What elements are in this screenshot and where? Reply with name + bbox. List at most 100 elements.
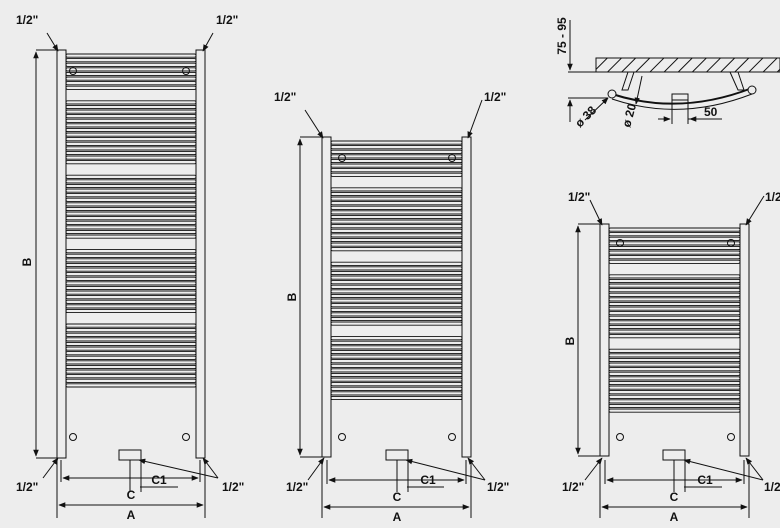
radiator-bar [65, 346, 197, 351]
radiator-medium-bars [330, 140, 463, 401]
radiator-bar [65, 71, 197, 77]
radiator-tall-dim-c: C [127, 488, 136, 502]
radiator-bar [65, 276, 197, 281]
radiator-bar [65, 304, 197, 309]
radiator-bar [330, 386, 463, 391]
radiator-bar [330, 368, 463, 373]
radiator-bar [65, 155, 197, 160]
radiator-bar [65, 290, 197, 295]
radiator-bar [65, 337, 197, 342]
radiator-bar [65, 146, 197, 151]
radiator-bar [65, 53, 197, 58]
radiator-medium-dim-c1: C1 [420, 473, 436, 487]
radiator-bar [608, 408, 741, 413]
radiator-bar [65, 160, 197, 165]
radiator-bar [330, 158, 463, 164]
radiator-bar [330, 196, 463, 201]
radiator-bar [608, 367, 741, 372]
radiator-bar [330, 307, 463, 312]
radiator-bar [65, 332, 197, 337]
radiator-tall-bars [65, 53, 197, 388]
radiator-short-label-bottom-left: 1/2" [562, 480, 584, 494]
radiator-bar [608, 348, 741, 353]
radiator-bar [65, 85, 197, 90]
radiator-bar [65, 299, 197, 304]
radiator-bar [65, 258, 197, 263]
radiator-bar [608, 292, 741, 297]
radiator-bar [65, 225, 197, 230]
radiator-tall [33, 32, 219, 518]
radiator-bar [330, 140, 463, 145]
radiator-bar [608, 227, 741, 232]
radiator-bar [65, 249, 197, 254]
radiator-bar [608, 376, 741, 381]
tube-clamp [671, 93, 689, 101]
radiator-bar [65, 62, 197, 67]
radiator-short-dim-c1: C1 [697, 473, 713, 487]
radiator-tall-left-pipe [56, 49, 67, 459]
radiator-bar [330, 172, 463, 177]
radiator-bar [330, 187, 463, 192]
radiator-bar [65, 206, 197, 212]
radiator-bar [608, 259, 741, 264]
radiator-bar [65, 127, 197, 133]
radiator-bar [330, 359, 463, 364]
radiator-medium-dim-a: A [393, 510, 402, 523]
dim-depth: 50 [704, 105, 718, 119]
radiator-bar [330, 205, 463, 210]
radiator-bar [330, 201, 463, 206]
radiator-bar [65, 383, 197, 388]
radiator-bar [330, 247, 463, 252]
radiator-short [575, 195, 765, 518]
radiator-bar [608, 390, 741, 395]
radiator-short-dim-a: A [670, 510, 679, 523]
radiator-bar [330, 316, 463, 322]
radiator-bar [65, 58, 197, 63]
radiator-bar [65, 262, 197, 268]
radiator-short-bars [608, 227, 741, 413]
radiator-bar [608, 288, 741, 293]
radiator-bar [330, 266, 463, 271]
radiator-bar [65, 328, 197, 333]
radiator-bar [330, 149, 463, 154]
radiator-bar [65, 211, 197, 216]
radiator-bar [608, 274, 741, 279]
wall-mount-detail [567, 20, 780, 124]
radiator-bar [65, 369, 197, 374]
radiator-bar [330, 228, 463, 233]
radiator-bar [330, 154, 463, 159]
tube-end-right [747, 85, 757, 95]
radiator-bar [65, 174, 197, 179]
radiator-bar [65, 355, 197, 360]
radiator-bar [65, 193, 197, 198]
radiator-tall-label-bottom-left: 1/2" [16, 480, 38, 494]
radiator-bar [65, 202, 197, 207]
radiator-tall-mounts [69, 67, 190, 441]
radiator-tall-dim-c1: C1 [151, 473, 167, 487]
radiator-bar [65, 188, 197, 193]
tube-end-left [607, 89, 617, 99]
radiator-bar [65, 323, 197, 328]
radiator-bar [65, 234, 197, 239]
radiator-medium-label-top-left: 1/2" [274, 90, 296, 104]
radiator-bar [65, 281, 197, 286]
radiator-short-dim-b: B [563, 336, 577, 345]
radiator-medium-valve [385, 449, 409, 461]
radiator-bar [65, 351, 197, 356]
radiator-bar [608, 232, 741, 237]
radiator-bar [65, 137, 197, 142]
radiator-bar [330, 298, 463, 303]
radiator-tall-valve [118, 449, 142, 461]
radiator-bar [330, 289, 463, 294]
radiator-bar [65, 216, 197, 221]
radiator-bar [608, 357, 741, 363]
radiator-short-label-top-right: 1/2" [765, 190, 780, 204]
radiator-bar [608, 329, 741, 334]
radiator-bar [65, 285, 197, 291]
radiator-bar [65, 179, 197, 184]
radiator-medium-dim-c: C [393, 490, 402, 504]
radiator-bar [608, 245, 741, 251]
radiator-bar [330, 270, 463, 276]
radiator-medium-label-bottom-left: 1/2" [286, 480, 308, 494]
radiator-bar [608, 353, 741, 358]
